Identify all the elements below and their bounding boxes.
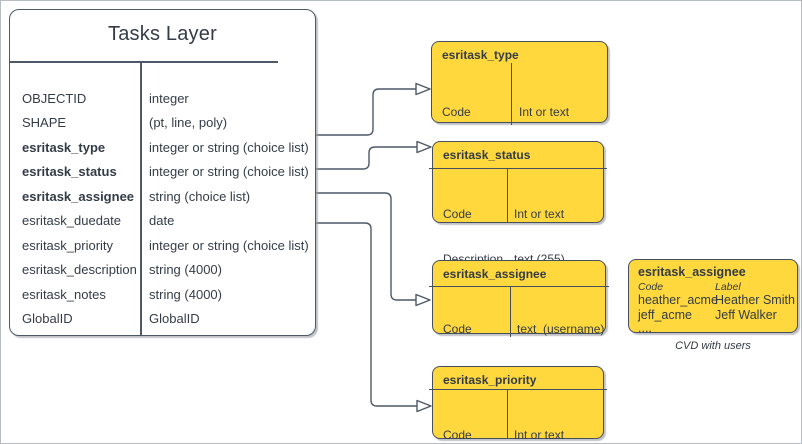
field-label: Code <box>443 428 472 442</box>
cvd-row-ellipsis: .... <box>638 321 652 335</box>
field-type: date <box>149 213 175 229</box>
domain-box-fields: Code Description <box>443 398 503 443</box>
cvd-box-esritask-assignee[interactable]: esritask_assignee Code Label heather_acm… <box>628 259 798 335</box>
field-type: string (4000) <box>149 262 222 278</box>
type-label: Int or text <box>519 105 570 119</box>
field-name: esritask_type <box>22 139 106 155</box>
cvd-column-header-code: Code <box>638 281 664 293</box>
cvd-column-header-label: Label <box>715 281 741 293</box>
field-type: string (choice list) <box>149 188 251 204</box>
table-row: OBJECTID integer <box>10 86 315 111</box>
arrowhead-esritask-assignee <box>415 293 431 307</box>
table-row: SHAPE (pt, line, poly) <box>10 111 315 136</box>
cvd-box-title: esritask_assignee <box>638 265 746 279</box>
field-label: Code <box>442 105 471 119</box>
table-row: esritask_duedate date <box>10 209 315 234</box>
table-row: esritask_notes string (4000) <box>10 282 315 307</box>
field-type: integer or string (choice list) <box>149 139 309 155</box>
arrowhead-esritask-type <box>415 82 431 96</box>
field-label: Code <box>443 322 472 336</box>
field-type: GlobalID <box>149 311 200 327</box>
table-row: esritask_priority integer or string (choi… <box>10 233 315 258</box>
connector-esritask-priority <box>316 222 417 407</box>
field-rows: OBJECTID integer SHAPE (pt, line, poly) es… <box>10 86 315 331</box>
field-name: esritask_assignee <box>22 188 135 204</box>
column-divider <box>140 61 142 335</box>
connector-esritask-assignee <box>316 192 416 301</box>
domain-box-esritask-type[interactable]: esritask_type Code Description Int or te… <box>431 41 608 164</box>
cvd-row-code: jeff_acme <box>638 308 692 322</box>
domain-box-column-divider <box>507 389 509 438</box>
domain-box-title-divider <box>429 389 607 391</box>
field-name: esritask_status <box>22 164 117 180</box>
domain-box-title-divider <box>429 168 607 170</box>
domain-box-esritask-status[interactable]: esritask_status Code Description Int or … <box>429 141 607 266</box>
table-title: Tasks Layer <box>108 23 217 45</box>
type-label: Int or text <box>514 207 565 221</box>
cvd-row-code: heather_acme <box>638 293 718 307</box>
field-type: (pt, line, poly) <box>149 115 228 131</box>
connector-esritask-status <box>316 146 417 170</box>
domain-box-column-divider <box>510 286 512 337</box>
arrowhead-esritask-priority <box>416 399 432 413</box>
tasks-layer-table[interactable]: Tasks Layer OBJECTID integer SHAPE (pt, li… <box>9 9 316 336</box>
type-label: Int or text <box>514 428 565 442</box>
field-type: integer or string (choice list) <box>149 164 309 180</box>
table-row: esritask_description string (4000) <box>10 258 315 283</box>
cvd-row-label: Heather Smith <box>715 293 795 307</box>
arrowhead-esritask-status <box>416 140 432 154</box>
table-row: esritask_status integer or string (choice… <box>10 160 315 185</box>
table-row: GlobalID GlobalID <box>10 307 315 332</box>
cvd-row-label: Jeff Walker <box>715 308 777 322</box>
table-row: esritask_type integer or string (choice l… <box>10 135 315 160</box>
type-label: text (username) <box>517 322 605 336</box>
field-name: GlobalID <box>22 311 73 327</box>
domain-box-column-divider <box>507 168 509 222</box>
domain-box-title: esritask_assignee <box>443 267 547 281</box>
field-type: string (4000) <box>149 286 222 302</box>
domain-box-column-divider <box>511 63 513 125</box>
domain-box-esritask-assignee[interactable]: esritask_assignee Code Description text … <box>429 260 609 381</box>
cvd-caption: CVD with users <box>675 340 751 352</box>
domain-box-title: esritask_status <box>443 148 531 162</box>
domain-box-types: Int or text text (255) <box>514 398 565 443</box>
domain-box-title-divider <box>429 286 609 288</box>
domain-box-title: esritask_type <box>442 48 519 62</box>
table-row: esritask_assignee string (choice list) <box>10 184 315 209</box>
field-type: integer <box>149 90 189 106</box>
field-name: esritask_notes <box>22 286 106 302</box>
domain-box-esritask-priority[interactable]: esritask_priority Code Description Int o… <box>429 366 607 442</box>
field-name: esritask_duedate <box>22 213 122 229</box>
field-name: OBJECTID <box>22 90 87 106</box>
field-type: integer or string (choice list) <box>149 237 309 253</box>
field-name: esritask_priority <box>22 237 114 253</box>
title-divider <box>10 61 278 63</box>
field-name: SHAPE <box>22 115 67 131</box>
domain-box-title: esritask_priority <box>443 373 537 387</box>
field-name: esritask_description <box>22 262 137 278</box>
field-label: Code <box>443 207 472 221</box>
connector-esritask-type <box>316 88 416 136</box>
